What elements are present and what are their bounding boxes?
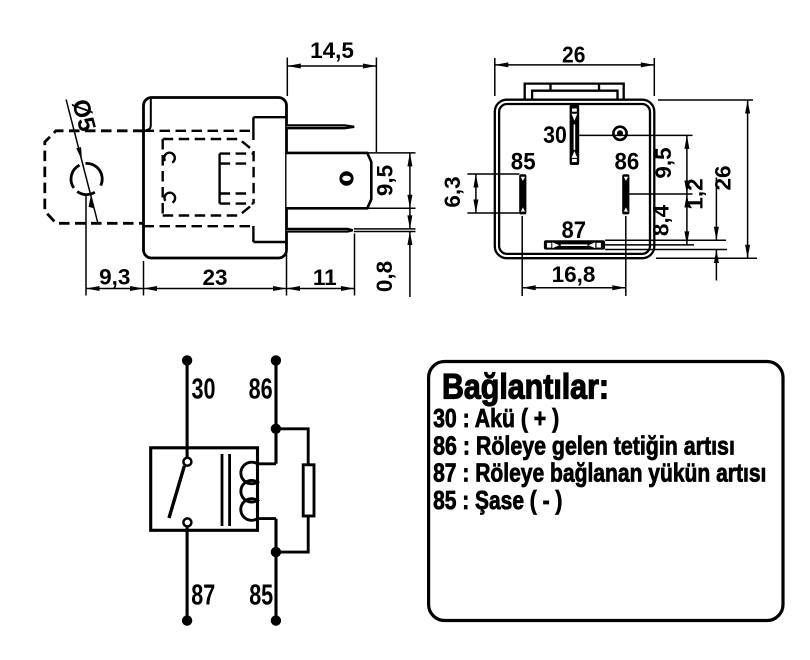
svg-text:14,5: 14,5 (310, 38, 354, 63)
svg-text:1,2: 1,2 (683, 178, 708, 209)
svg-text:Bağlantılar:: Bağlantılar: (442, 368, 609, 407)
svg-text:85 : Şase ( - ): 85 : Şase ( - ) (433, 485, 562, 515)
svg-text:87 : Röleye bağlanan yükün art: 87 : Röleye bağlanan yükün artısı (433, 458, 766, 488)
svg-text:11: 11 (313, 265, 337, 290)
svg-text:85: 85 (249, 580, 273, 612)
svg-text:9,5: 9,5 (373, 165, 398, 196)
svg-text:0,8: 0,8 (372, 261, 397, 292)
svg-text:86 : Röleye gelen tetiğin artı: 86 : Röleye gelen tetiğin artısı (433, 430, 735, 460)
svg-text:23: 23 (202, 265, 227, 290)
svg-text:87: 87 (191, 580, 215, 612)
svg-text:26: 26 (562, 41, 585, 67)
svg-text:9,3: 9,3 (99, 265, 130, 290)
svg-text:6,3: 6,3 (440, 176, 465, 207)
svg-text:86: 86 (615, 149, 640, 176)
svg-text:30: 30 (192, 374, 216, 406)
svg-text:85: 85 (511, 149, 536, 176)
svg-text:86: 86 (249, 374, 273, 406)
svg-text:30: 30 (543, 122, 567, 149)
svg-text:30 : Akü ( + ): 30 : Akü ( + ) (433, 403, 559, 433)
svg-text:87: 87 (562, 217, 587, 244)
svg-text:8,4: 8,4 (649, 204, 674, 236)
svg-text:16,8: 16,8 (552, 262, 596, 287)
svg-text:9,5: 9,5 (651, 147, 676, 178)
svg-text:26: 26 (711, 165, 736, 190)
